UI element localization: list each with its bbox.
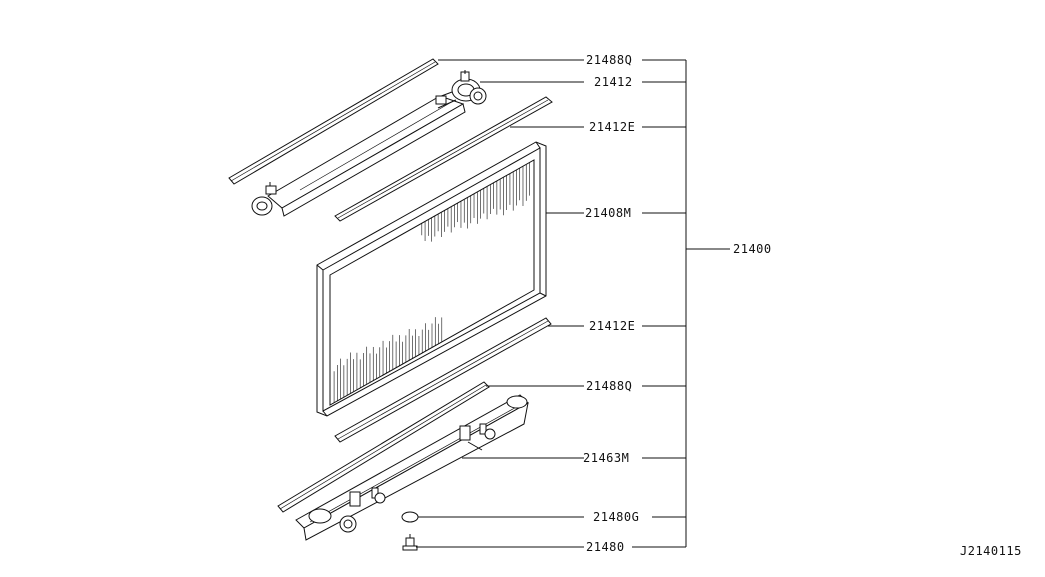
upper-seal-strip (228, 58, 439, 185)
lower-packing (334, 317, 552, 443)
callout-21412e-lower: 21412E (589, 319, 635, 333)
radiator-core (316, 141, 547, 417)
callout-21412e-upper: 21412E (589, 120, 635, 134)
assembly-label: 21400 (733, 242, 772, 256)
callout-21480g: 21480G (593, 510, 639, 524)
core-fins-bottom (333, 317, 443, 403)
leader-lines (416, 59, 730, 548)
lower-seal-strip (277, 381, 490, 513)
lower-tank (295, 394, 529, 541)
callout-21480: 21480 (586, 540, 625, 554)
upper-packing (334, 96, 553, 222)
figure-code: J2140115 (960, 544, 1022, 558)
callout-21488q-upper: 21488Q (586, 53, 632, 67)
drain-plug-seal (401, 511, 419, 523)
callout-labels: 21488Q 21412 21412E 21408M 21412E 21488Q… (583, 53, 1022, 558)
core-fins-top (421, 162, 530, 242)
drain-plug (402, 534, 418, 551)
upper-tank (251, 70, 487, 217)
callout-21463m: 21463M (583, 451, 629, 465)
callout-21488q-lower: 21488Q (586, 379, 632, 393)
callout-21412: 21412 (594, 75, 633, 89)
callout-21408m: 21408M (585, 206, 631, 220)
